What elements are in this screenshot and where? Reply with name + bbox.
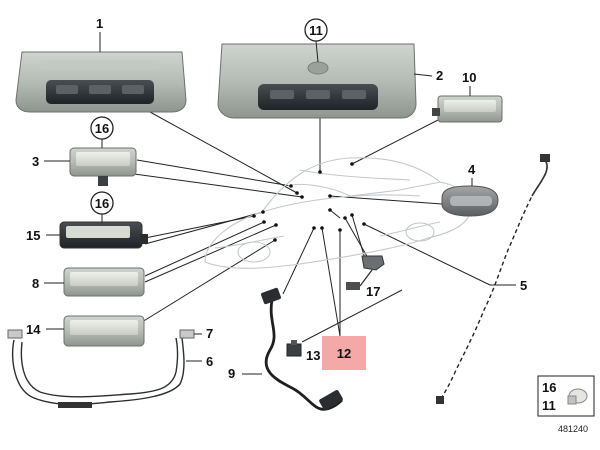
callout-8[interactable]: 8 <box>32 276 39 291</box>
callout-12[interactable]: 12 <box>337 346 351 361</box>
callout-14[interactable]: 14 <box>26 322 41 337</box>
callout-6[interactable]: 6 <box>206 354 213 369</box>
bulb-icon <box>567 388 588 405</box>
callout-9[interactable]: 9 <box>228 366 235 381</box>
part-2-roof-console[interactable] <box>217 43 417 119</box>
callout-12-highlight <box>322 336 366 370</box>
callout-15[interactable]: 15 <box>26 228 40 243</box>
legend-label-16: 16 <box>542 380 556 395</box>
part-1-front-roof-console[interactable] <box>15 51 187 113</box>
callout-1[interactable]: 1 <box>96 16 103 31</box>
part-15-lamp[interactable] <box>59 221 148 249</box>
part-9-cable[interactable] <box>260 287 343 411</box>
callout-3[interactable]: 3 <box>32 154 39 169</box>
callout-17[interactable]: 17 <box>366 284 380 299</box>
part-3-lamp[interactable] <box>69 147 137 186</box>
callout-11[interactable]: 11 <box>309 23 323 38</box>
part-6-cable-assembly[interactable] <box>7 329 195 408</box>
part-8-lamp[interactable] <box>63 267 145 297</box>
part-13-connector[interactable] <box>286 340 302 357</box>
legend-box: 16 11 <box>537 375 595 417</box>
callout-2[interactable]: 2 <box>436 68 443 83</box>
callout-10[interactable]: 10 <box>462 70 476 85</box>
connection-dots <box>252 162 366 242</box>
callouts: 1 11 2 10 16 3 16 15 4 8 5 <box>26 16 527 381</box>
leader-lines <box>119 111 491 343</box>
part-10-interior-light[interactable] <box>432 95 503 123</box>
drawing-number: 481240 <box>558 424 588 434</box>
callout-16-top[interactable]: 16 <box>95 121 109 136</box>
callout-4[interactable]: 4 <box>468 162 476 177</box>
part-17-sensor[interactable] <box>346 255 385 290</box>
part-14-lamp[interactable] <box>63 315 145 347</box>
callout-5[interactable]: 5 <box>520 278 527 293</box>
callout-16-lower[interactable]: 16 <box>95 196 109 211</box>
callout-13[interactable]: 13 <box>306 348 320 363</box>
callout-7[interactable]: 7 <box>206 326 213 341</box>
car-outline <box>204 157 471 269</box>
part-4-handle-light[interactable] <box>441 185 499 217</box>
legend-label-11: 11 <box>542 398 556 413</box>
part-5-wiring-harness[interactable] <box>436 154 550 404</box>
